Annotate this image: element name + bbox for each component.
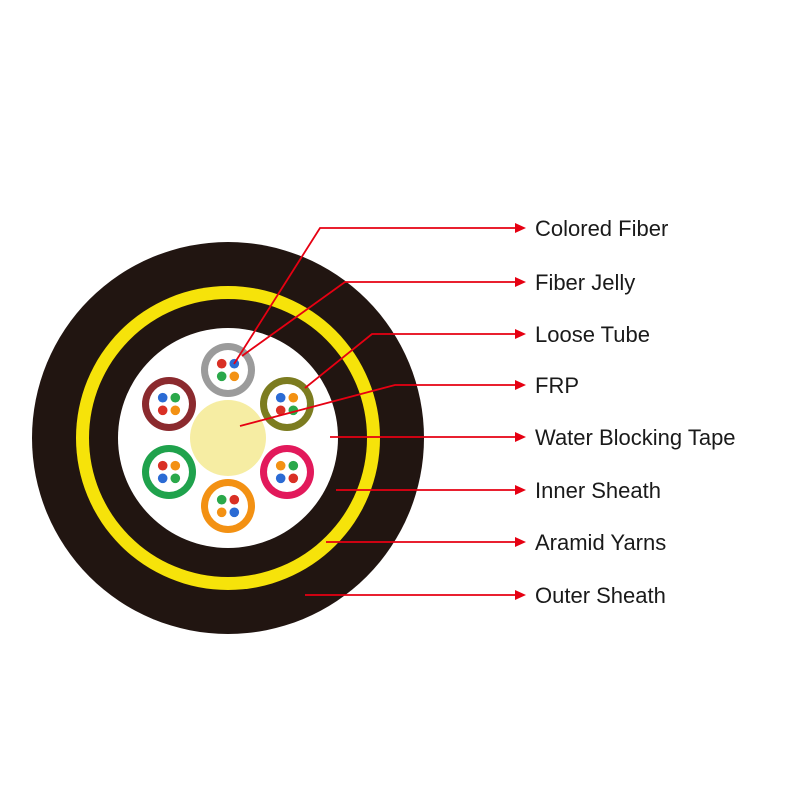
label-aramid-yarns: Aramid Yarns	[535, 530, 666, 555]
loose-tube-lower-right	[260, 445, 314, 499]
loose-tube-upper-right	[260, 377, 314, 431]
colored-fiber	[216, 494, 227, 505]
label-loose-tube: Loose Tube	[535, 322, 650, 347]
colored-fiber	[170, 392, 181, 403]
loose-tube-upper-left	[142, 377, 196, 431]
colored-fiber	[288, 392, 299, 403]
label-outer-sheath: Outer Sheath	[535, 583, 666, 608]
colored-fiber	[275, 405, 286, 416]
label-inner-sheath: Inner Sheath	[535, 478, 661, 503]
fiber-jelly	[149, 452, 189, 492]
leader-frp	[239, 380, 526, 427]
label-frp: FRP	[535, 373, 579, 398]
fiber-jelly	[267, 384, 307, 424]
colored-fiber	[157, 473, 168, 484]
colored-fiber	[275, 473, 286, 484]
colored-fiber	[157, 392, 168, 403]
colored-fiber	[157, 460, 168, 471]
colored-fiber	[216, 507, 227, 518]
cable-cross-section	[32, 242, 424, 634]
loose-tube-lower-left	[142, 445, 196, 499]
colored-fiber	[229, 494, 240, 505]
colored-fiber	[170, 405, 181, 416]
colored-fiber	[288, 473, 299, 484]
colored-fiber	[170, 473, 181, 484]
colored-fiber	[216, 358, 227, 369]
fiber-jelly	[267, 452, 307, 492]
loose-tube-top	[201, 343, 255, 397]
colored-fiber	[157, 405, 168, 416]
leader-colored-fiber	[233, 223, 526, 365]
colored-fiber	[288, 460, 299, 471]
colored-fiber	[216, 371, 227, 382]
fiber-jelly	[149, 384, 189, 424]
leader-loose-tube	[304, 329, 526, 389]
label-fiber-jelly: Fiber Jelly	[535, 270, 635, 295]
fiber-jelly	[208, 350, 248, 390]
fiber-jelly	[208, 486, 248, 526]
leader-lines	[233, 223, 526, 600]
labels: Colored Fiber Fiber Jelly Loose Tube FRP…	[535, 216, 736, 608]
colored-fiber	[229, 371, 240, 382]
label-colored-fiber: Colored Fiber	[535, 216, 668, 241]
label-water-blocking-tape: Water Blocking Tape	[535, 425, 736, 450]
colored-fiber	[170, 460, 181, 471]
colored-fiber	[275, 460, 286, 471]
loose-tube-bottom	[201, 479, 255, 533]
leader-fiber-jelly	[241, 277, 526, 357]
colored-fiber	[275, 392, 286, 403]
frp-strength-member	[190, 400, 266, 476]
colored-fiber	[229, 507, 240, 518]
